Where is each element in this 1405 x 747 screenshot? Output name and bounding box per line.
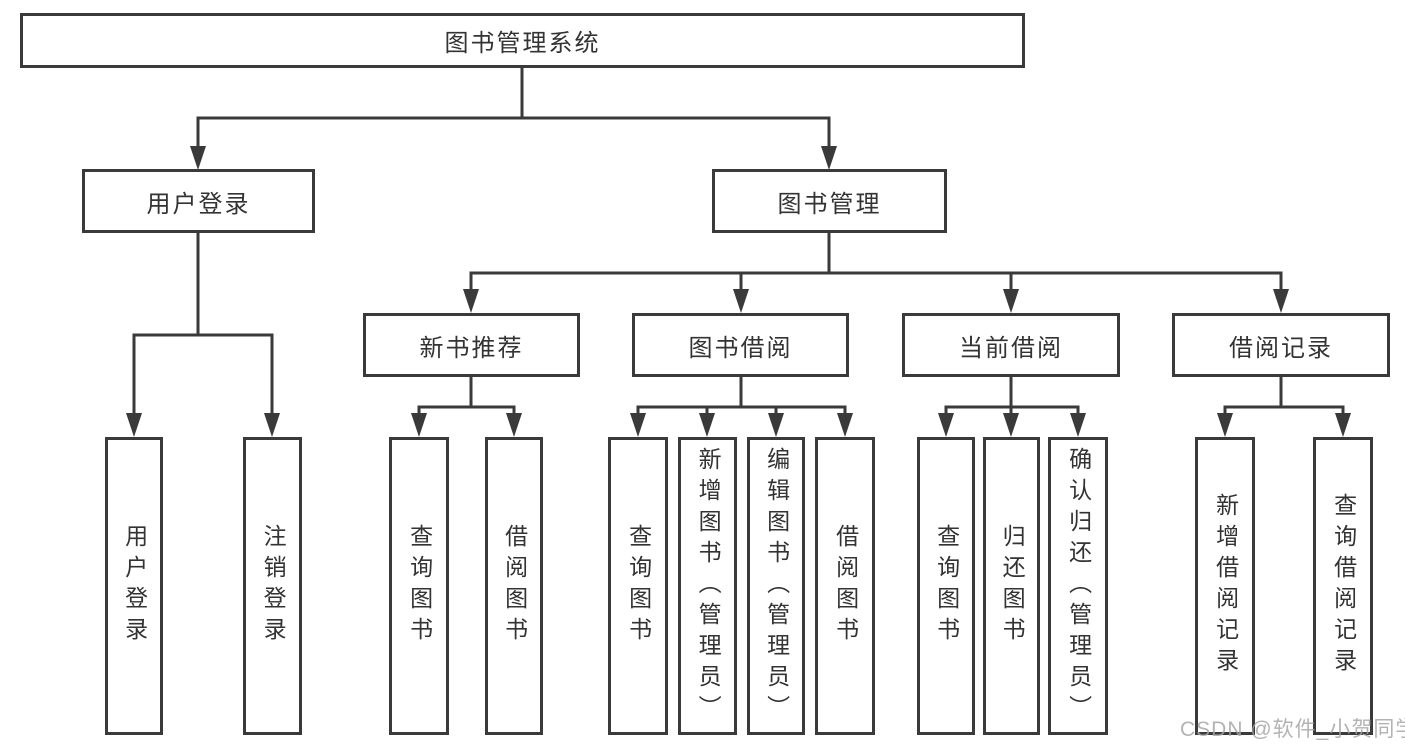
- node-root: 图书管理系统: [20, 13, 1025, 68]
- leaf-confirm-return-admin: 确认归还（管理员）: [1048, 437, 1108, 735]
- leaf-logout-label: 注销登录: [260, 524, 287, 648]
- node-current-borrow: 当前借阅: [902, 313, 1120, 377]
- leaf-edit-book-admin-label: 编辑图书（管理员）: [763, 446, 790, 726]
- connector-root-to-level2: [190, 68, 837, 170]
- node-root-label: 图书管理系统: [444, 30, 601, 57]
- leaf-add-book-admin-label: 新增图书（管理员）: [695, 446, 722, 726]
- node-borrow-records-label: 借阅记录: [1229, 334, 1333, 362]
- connector-current-borrow-to-leaves: [938, 377, 1086, 437]
- connector-user-login-to-leaves: [126, 233, 280, 437]
- leaf-query-borrow-record: 查询借阅记录: [1313, 437, 1373, 735]
- node-new-book-recommend: 新书推荐: [363, 313, 580, 377]
- leaf-query-books-current: 查询图书: [917, 437, 975, 735]
- leaf-query-borrow-record-label: 查询借阅记录: [1330, 493, 1357, 679]
- node-user-login-label: 用户登录: [146, 190, 251, 218]
- node-book-borrow: 图书借阅: [632, 313, 849, 377]
- node-current-borrow-label: 当前借阅: [959, 334, 1063, 362]
- node-borrow-records: 借阅记录: [1172, 313, 1390, 377]
- leaf-borrow-books-recommend: 借阅图书: [485, 437, 543, 735]
- leaf-user-login: 用户登录: [105, 437, 163, 735]
- leaf-user-login-label: 用户登录: [121, 524, 148, 648]
- leaf-query-books-borrow: 查询图书: [608, 437, 668, 735]
- leaf-return-book: 归还图书: [983, 437, 1040, 735]
- connector-borrow-records-to-leaves: [1217, 377, 1351, 437]
- node-book-management: 图书管理: [712, 169, 947, 233]
- leaf-logout: 注销登录: [243, 437, 302, 735]
- node-book-management-label: 图书管理: [777, 190, 882, 218]
- connector-book-borrow-to-leaves: [630, 377, 853, 437]
- leaf-borrow-books-recommend-label: 借阅图书: [501, 524, 528, 648]
- leaf-add-book-admin: 新增图书（管理员）: [678, 437, 737, 735]
- leaf-borrow-books-borrow-label: 借阅图书: [832, 524, 859, 648]
- leaf-confirm-return-admin-label: 确认归还（管理员）: [1065, 446, 1092, 726]
- leaf-add-borrow-record-label: 新增借阅记录: [1212, 493, 1239, 679]
- leaf-add-borrow-record: 新增借阅记录: [1195, 437, 1255, 735]
- leaf-query-books-current-label: 查询图书: [933, 524, 960, 648]
- connector-book-management-to-level3: [463, 233, 1289, 313]
- leaf-edit-book-admin: 编辑图书（管理员）: [747, 437, 805, 735]
- leaf-query-books-recommend-label: 查询图书: [406, 524, 433, 648]
- node-book-borrow-label: 图书借阅: [688, 334, 793, 362]
- node-user-login: 用户登录: [82, 169, 315, 233]
- leaf-return-book-label: 归还图书: [999, 524, 1026, 648]
- node-new-book-recommend-label: 新书推荐: [419, 334, 524, 362]
- connector-new-book-to-leaves: [411, 377, 522, 437]
- leaf-borrow-books-borrow: 借阅图书: [815, 437, 875, 735]
- leaf-query-books-borrow-label: 查询图书: [625, 524, 652, 648]
- leaf-query-books-recommend: 查询图书: [389, 437, 449, 735]
